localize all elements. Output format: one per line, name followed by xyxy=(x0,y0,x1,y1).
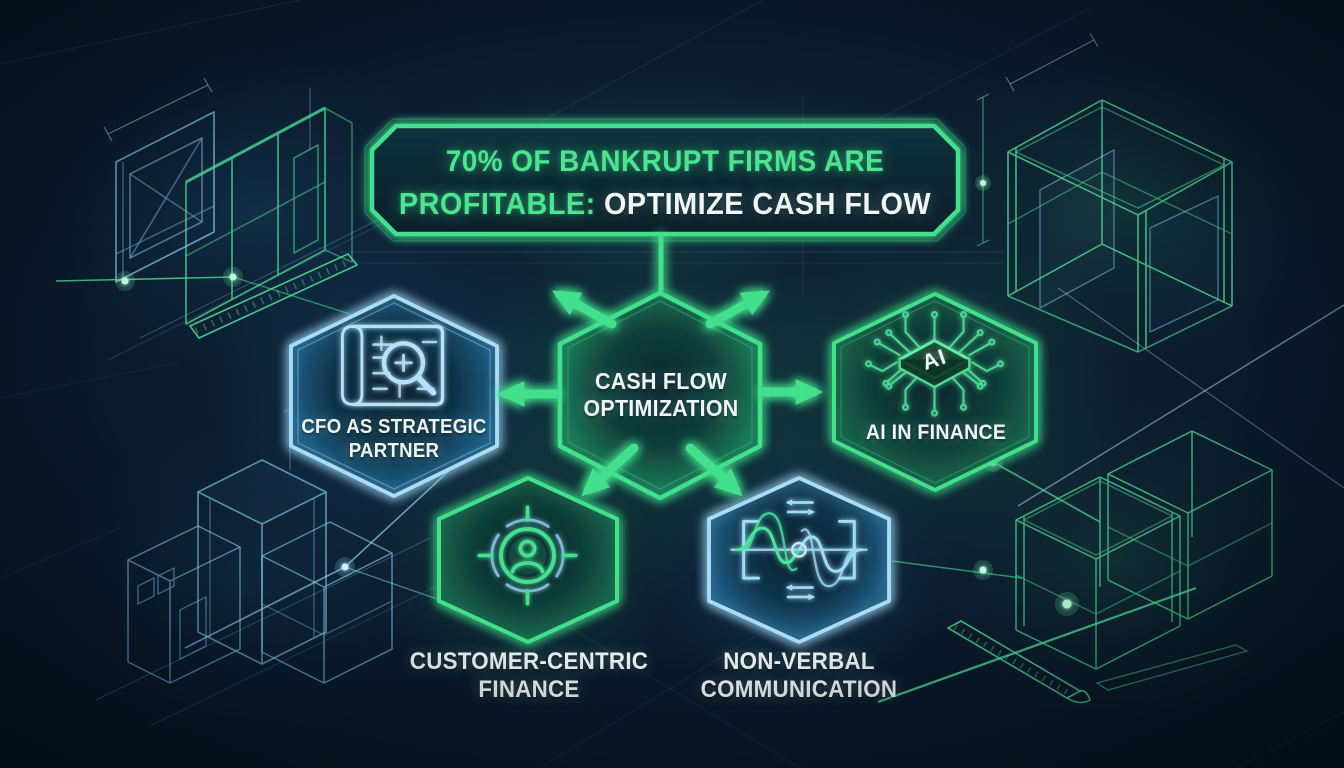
banner-line2: PROFITABLE:OPTIMIZE CASH FLOW xyxy=(399,186,931,223)
nonverbal-label: NON-VERBAL COMMUNICATION xyxy=(701,648,898,705)
ai-label: AI IN FINANCE xyxy=(866,421,1006,446)
cash-flow-line1: CASH FLOW xyxy=(594,368,728,394)
cash-flow-label: CASH FLOW OPTIMIZATION xyxy=(583,368,738,422)
cfo-line1: CFO AS STRATEGIC xyxy=(301,416,487,438)
cfo-line2: PARTNER xyxy=(348,439,440,462)
banner-line1: 70% OF BANKRUPT FIRMS ARE xyxy=(445,145,885,178)
nonverbal-line1: NON-VERBAL xyxy=(723,648,875,675)
cash-flow-line2: OPTIMIZATION xyxy=(583,395,739,422)
customer-label: CUSTOMER-CENTRIC FINANCE xyxy=(410,648,648,705)
banner-highlight: PROFITABLE: xyxy=(398,186,596,222)
customer-line2: FINANCE xyxy=(478,676,580,704)
customer-line1: CUSTOMER-CENTRIC xyxy=(409,648,649,675)
nonverbal-line2: COMMUNICATION xyxy=(700,676,898,704)
ai-line1: AI IN FINANCE xyxy=(865,421,1007,444)
headline-banner: 70% OF BANKRUPT FIRMS ARE PROFITABLE:OPT… xyxy=(399,144,931,223)
banner-rest: OPTIMIZE CASH FLOW xyxy=(604,186,932,222)
cfo-label: CFO AS STRATEGIC PARTNER xyxy=(301,416,486,463)
